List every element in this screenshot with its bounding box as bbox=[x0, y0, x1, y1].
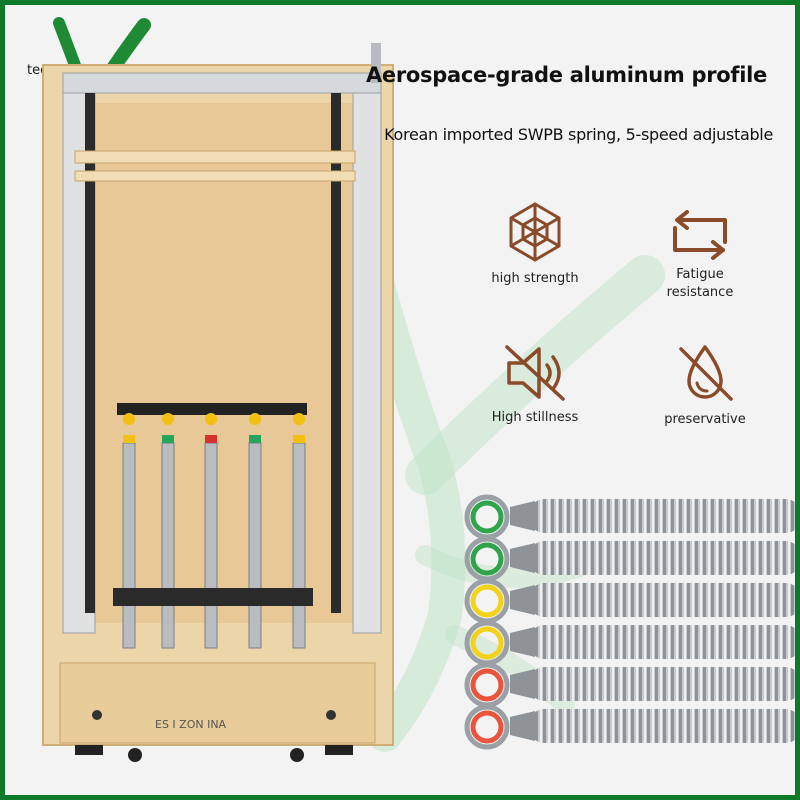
muted-speaker-icon bbox=[505, 345, 565, 401]
feature-label: high strength bbox=[491, 271, 579, 286]
headline: Aerospace-grade aluminum profile bbox=[365, 63, 767, 87]
spring-set bbox=[122, 413, 306, 649]
feature-preservative: preservative bbox=[630, 341, 780, 429]
feature-label: High stillness bbox=[491, 410, 579, 425]
feature-fatigue-resistance: Fatigue resistance bbox=[625, 210, 775, 302]
base-label: ES I ZON INA bbox=[155, 718, 227, 731]
hexagon-structure-icon bbox=[509, 202, 561, 262]
feature-high-stillness: High stillness bbox=[460, 343, 610, 427]
no-water-drop-icon bbox=[679, 345, 733, 401]
cycle-arrows-icon bbox=[673, 210, 727, 260]
spring-closeup bbox=[464, 494, 795, 750]
feature-high-strength: high strength bbox=[460, 200, 610, 288]
feature-label-line-1: Fatigue bbox=[676, 267, 724, 282]
product-illustration: ES I ZON INA bbox=[42, 43, 394, 762]
subline: Korean imported SWPB spring, 5-speed adj… bbox=[384, 125, 773, 144]
feature-label: preservative bbox=[664, 412, 746, 427]
feature-label-line-2: resistance bbox=[666, 285, 734, 300]
